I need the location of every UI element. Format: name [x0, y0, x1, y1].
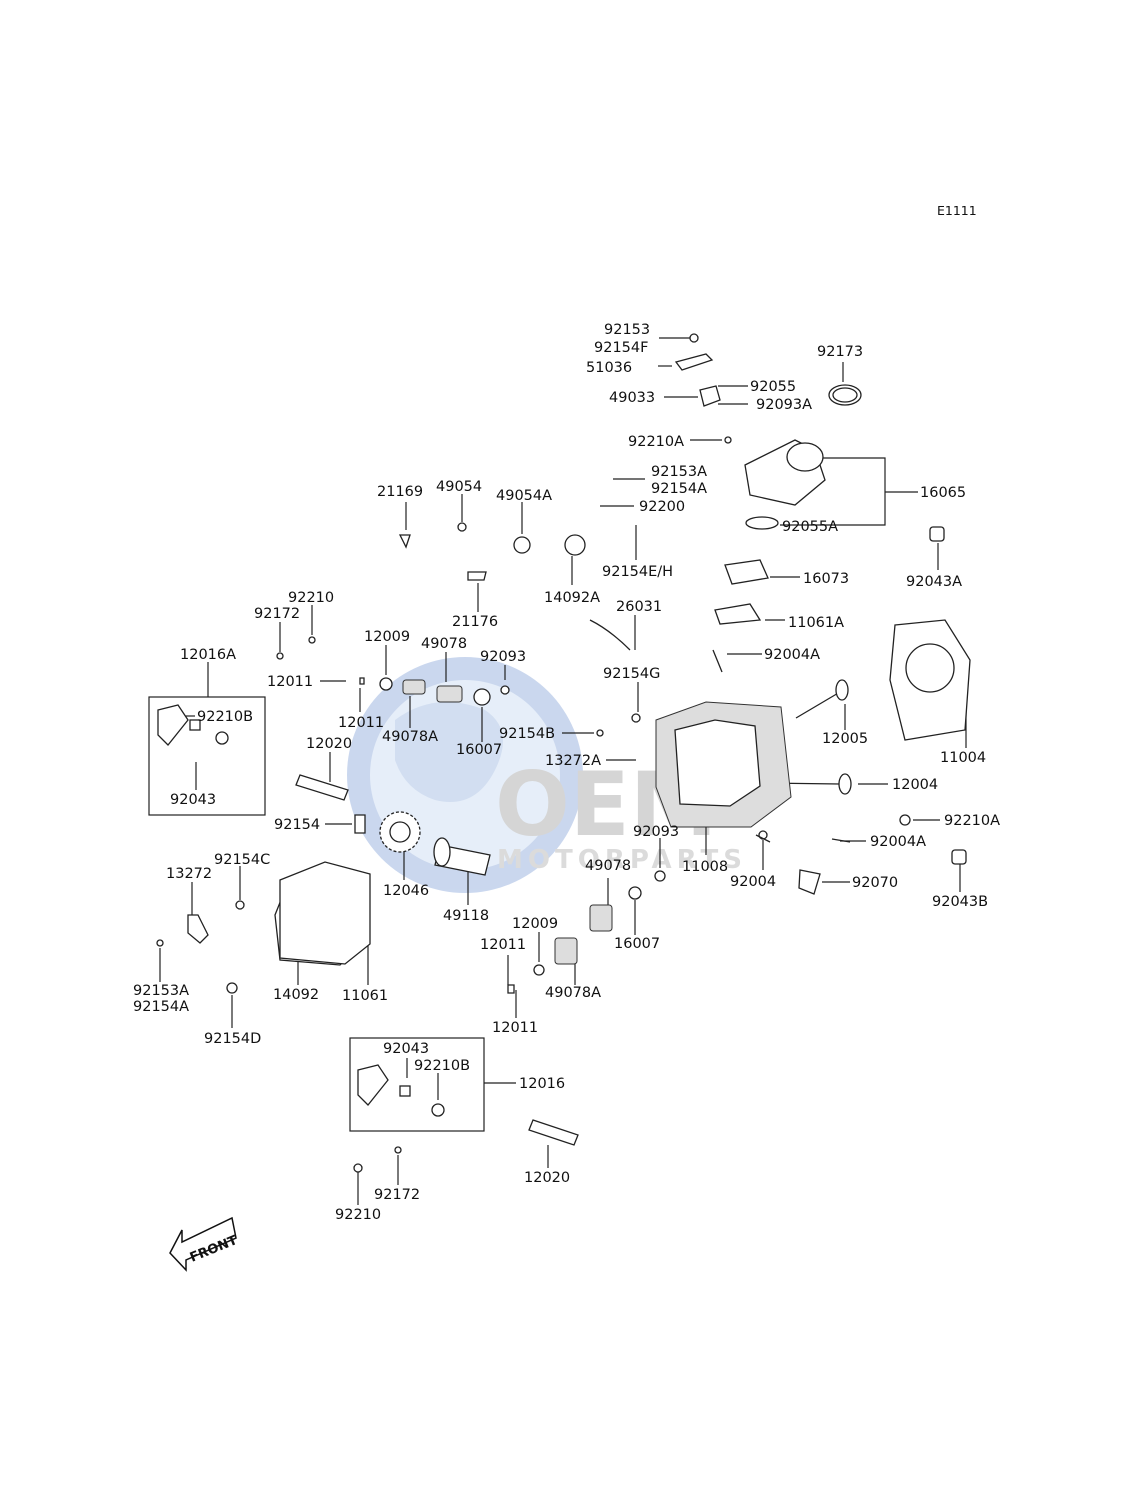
part-label: 12020	[306, 736, 352, 752]
part-label: 92210	[335, 1207, 381, 1223]
part-label: 92154	[274, 817, 320, 833]
part-label: 92154G	[603, 666, 660, 682]
watermark-subtitle: MOTORPARTS	[497, 845, 747, 875]
part-label: 92004	[730, 874, 776, 890]
part-label: 12011	[492, 1020, 538, 1036]
part-label: 12009	[512, 916, 558, 932]
part-label: 49054	[436, 479, 482, 495]
part-label: 16073	[803, 571, 849, 587]
part-label: 92154B	[499, 726, 555, 742]
part-label: 92154F	[594, 340, 648, 356]
part-label: 92043	[170, 792, 216, 808]
part-label: 11061	[342, 988, 388, 1004]
part-label: 11061A	[788, 615, 844, 631]
part-label: 12020	[524, 1170, 570, 1186]
group-box-12016	[349, 1037, 485, 1132]
part-label: 92043A	[906, 574, 962, 590]
part-label: 92004A	[764, 647, 820, 663]
part-label: 92153A	[651, 464, 707, 480]
part-label: 92210B	[197, 709, 253, 725]
part-label: 16007	[456, 742, 502, 758]
part-label: 92210	[288, 590, 334, 606]
part-labels: 92153 92154F 51036 92055 49033 92093A 92173 922…	[133, 322, 1000, 1223]
part-label: 11008	[682, 859, 728, 875]
part-label: 92210A	[944, 813, 1000, 829]
part-label: 13272	[166, 866, 212, 882]
part-label: 92210B	[414, 1058, 470, 1074]
part-label: 14092A	[544, 590, 600, 606]
part-label: 92055A	[782, 519, 838, 535]
part-label: 92173	[817, 344, 863, 360]
part-label: 92210A	[628, 434, 684, 450]
group-box-12016A	[148, 696, 266, 816]
part-label: 12005	[822, 731, 868, 747]
part-label: 92093	[480, 649, 526, 665]
part-label: 13272A	[545, 753, 601, 769]
part-label: 49054A	[496, 488, 552, 504]
part-label: 49078A	[382, 729, 438, 745]
part-label: 12016A	[180, 647, 236, 663]
part-label: 92172	[254, 606, 300, 622]
part-label: 92070	[852, 875, 898, 891]
part-label: 92154A	[651, 481, 707, 497]
diagram-ref: E1111	[937, 203, 977, 218]
part-label: 49118	[443, 908, 489, 924]
part-label: 12046	[383, 883, 429, 899]
part-label: 49078	[421, 636, 467, 652]
part-label: 92153	[604, 322, 650, 338]
part-label: 14092	[273, 987, 319, 1003]
part-label: 12009	[364, 629, 410, 645]
part-label: 49078	[585, 858, 631, 874]
part-label: 92154E/H	[602, 564, 673, 580]
part-illustrations	[156, 333, 971, 1173]
part-label: 12011	[267, 674, 313, 690]
part-label: 12011	[338, 715, 384, 731]
part-label: 12004	[892, 777, 938, 793]
part-label: 92172	[374, 1187, 420, 1203]
part-label: 92093A	[756, 397, 812, 413]
part-label: 92004A	[870, 834, 926, 850]
part-label: 49033	[609, 390, 655, 406]
part-label: 12011	[480, 937, 526, 953]
part-label: 92154C	[214, 852, 270, 868]
part-label: 92200	[639, 499, 685, 515]
front-arrow-icon: FRONT	[169, 1216, 240, 1272]
part-label: 51036	[586, 360, 632, 376]
part-label: 21176	[452, 614, 498, 630]
part-label: 16007	[614, 936, 660, 952]
part-label: 92043	[383, 1041, 429, 1057]
part-label: 92093	[633, 824, 679, 840]
part-label: 21169	[377, 484, 423, 500]
part-label: 11004	[940, 750, 986, 766]
part-label: 92153A	[133, 983, 189, 999]
part-label: 92154D	[204, 1031, 261, 1047]
part-label: 16065	[920, 485, 966, 501]
part-label: 12016	[519, 1076, 565, 1092]
part-label: 49078A	[545, 985, 601, 1001]
part-label: 26031	[616, 599, 662, 615]
part-label: 92154A	[133, 999, 189, 1015]
part-label: 92043B	[932, 894, 988, 910]
part-label: 92055	[750, 379, 796, 395]
